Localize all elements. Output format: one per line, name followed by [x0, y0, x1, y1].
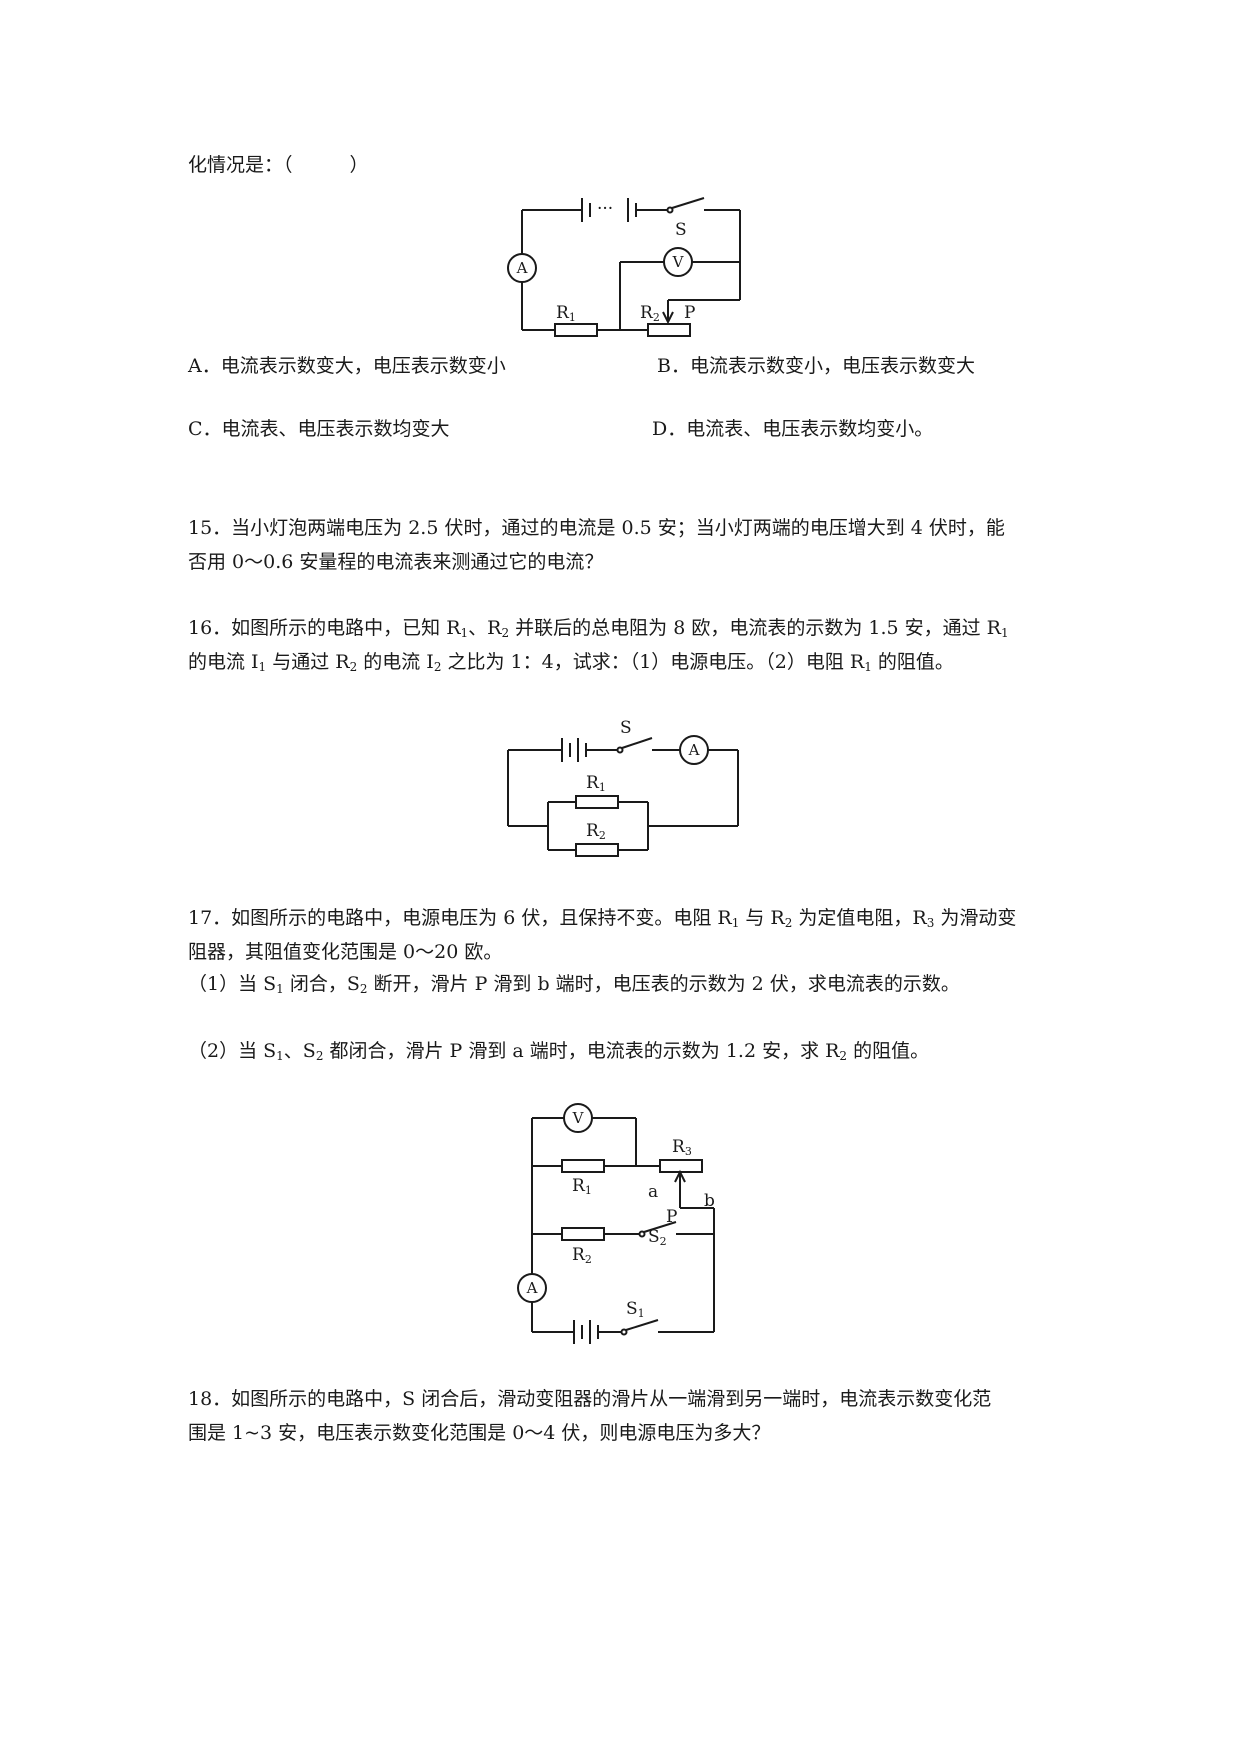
- q17-rheostat-r3: [659, 1159, 703, 1173]
- svg-text:R2: R2: [586, 821, 606, 842]
- svg-text:R1: R1: [586, 773, 606, 794]
- q17-label-p: P: [666, 1207, 677, 1227]
- q15-line-1: 15．当小灯泡两端电压为 2.5 伏时，通过的电流是 0.5 安；当小灯两端的电…: [188, 517, 1005, 539]
- q16-line-2: 的电流 I1 与通过 R2 的电流 I2 之比为 1：4，试求：（1）电源电压。…: [188, 651, 954, 674]
- q14-option-b: B．电流表示数变小，电压表示数变大: [657, 355, 975, 377]
- q14-label-s: S: [675, 220, 687, 240]
- svg-text:R2: R2: [640, 303, 660, 324]
- q14-circuit-diagram: ··· S A R1 R2 P V: [507, 197, 741, 337]
- q14-switch-s: [671, 197, 705, 209]
- q14-option-d: D．电流表、电压表示数均变小。: [652, 418, 934, 440]
- q17-resistor-r1: [561, 1159, 605, 1173]
- svg-text:A: A: [526, 1279, 538, 1297]
- q18-line-2: 围是 1~3 安，电压表示数变化范围是 0～4 伏，则电源电压为多大？: [188, 1422, 771, 1444]
- q16-circuit-diagram: S A R1 R2: [507, 718, 739, 857]
- svg-text:R2: R2: [572, 1245, 592, 1266]
- q18-line-1: 18．如图所示的电路中，S 闭合后，滑动变阻器的滑片从一端滑到另一端时，电流表示…: [188, 1388, 992, 1410]
- svg-text:V: V: [672, 253, 685, 271]
- q16-line-1: 16．如图所示的电路中，已知 R1、R2 并联后的总电阻为 8 欧，电流表的示数…: [188, 617, 1009, 640]
- q17-part-2: （2）当 S1、S2 都闭合，滑片 P 滑到 a 端时，电流表的示数为 1.2 …: [188, 1040, 930, 1063]
- q17-switch-s1: [625, 1319, 659, 1331]
- q14-resistor-r1: [554, 323, 598, 337]
- svg-text:S1: S1: [626, 1299, 645, 1320]
- q16-resistor-r1: [575, 795, 619, 809]
- q17-label-a: a: [648, 1182, 658, 1202]
- svg-text:R1: R1: [556, 303, 576, 324]
- q15-line-2: 否用 0～0.6 安量程的电流表来测通过它的电流？: [188, 551, 604, 573]
- q17-switch-s2: [643, 1221, 677, 1233]
- q14-rheostat-r2: [647, 323, 691, 337]
- q14-option-a: A．电流表示数变大，电压表示数变小: [188, 355, 506, 377]
- q14-stem-tail: 化情况是：（ ）: [188, 154, 369, 176]
- svg-text:A: A: [516, 259, 528, 277]
- q16-label-s: S: [620, 718, 632, 738]
- svg-text:V: V: [572, 1109, 585, 1127]
- q14-label-p: P: [684, 303, 695, 323]
- q17-circuit-diagram: A V R1 R3 a b P R2 S2 S1: [517, 1103, 715, 1344]
- q14-option-c: C．电流表、电压表示数均变大: [188, 418, 450, 440]
- q16-switch-s: [621, 737, 653, 749]
- q16-resistor-r2: [575, 843, 619, 857]
- svg-text:R3: R3: [672, 1137, 692, 1158]
- q17-label-b: b: [704, 1191, 715, 1211]
- svg-text:S2: S2: [648, 1227, 667, 1248]
- svg-text:R1: R1: [572, 1176, 592, 1197]
- q17-resistor-r2: [561, 1227, 605, 1241]
- q17-line-1: 17．如图所示的电路中，电源电压为 6 伏，且保持不变。电阻 R1 与 R2 为…: [188, 907, 1017, 930]
- q14-battery-dots: ···: [597, 199, 613, 219]
- svg-text:A: A: [688, 741, 700, 759]
- q17-part-1: （1）当 S1 闭合，S2 断开，滑片 P 滑到 b 端时，电压表的示数为 2 …: [188, 973, 960, 996]
- q17-line-2: 阻器，其阻值变化范围是 0～20 欧。: [188, 941, 503, 963]
